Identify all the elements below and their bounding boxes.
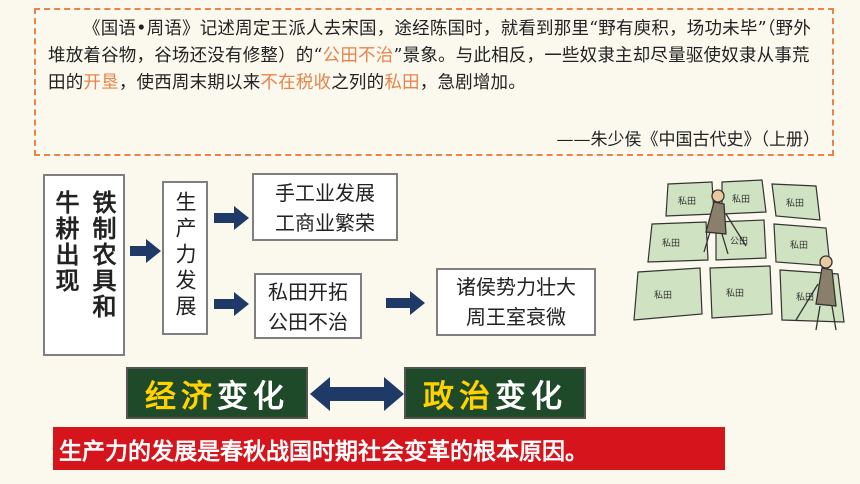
highlight-gongtian: 公田不治 (322, 46, 394, 66)
branch-mid-line-2: 公田不治 (268, 310, 348, 334)
pol-label-b: 变化 (495, 378, 567, 415)
econ-label-b: 变化 (217, 378, 289, 415)
branch-top-line-1: 手工业发展 (275, 181, 375, 205)
arrow-right-icon (214, 206, 249, 230)
plot-7 (633, 267, 703, 321)
quote-part-4: 之列的 (331, 73, 385, 93)
plot-label-6: 私田 (790, 240, 808, 251)
productivity-box: 生产力发展 (162, 181, 208, 335)
econ-change-box: 经济变化 (126, 367, 308, 419)
pol-label-a: 政治 (423, 378, 495, 415)
result-box: 诸侯势力壮大 周王室衰微 (436, 268, 596, 336)
origin-col-1: 铁制农具和 (88, 190, 117, 320)
highlight-shuishou: 不在税收 (260, 73, 332, 93)
double-arrow-icon (310, 377, 404, 411)
farmer-left-icon (703, 189, 747, 255)
econ-label-a: 经济 (145, 378, 217, 415)
conclusion-banner: 生产力的发展是春秋战国时期社会变革的根本原因。 (53, 427, 725, 470)
quote-source: ——朱少侯《中国古代史》（上册） (556, 130, 821, 150)
quote-text: 《国语•周语》记述周定王派人去宋国，途经陈国时，就看到那里“野有庾积，场功未毕”… (48, 16, 820, 97)
origin-box: 铁制农具和 牛耕出现 (43, 174, 125, 356)
plot-label-2: 私田 (732, 194, 750, 205)
arrow-right-icon (386, 291, 425, 315)
plot-label-3: 私田 (786, 198, 804, 209)
branch-mid-line-1: 私田开拓 (268, 280, 348, 304)
plot-label-1: 私田 (678, 196, 696, 207)
field-illustration: 私田 私田 私田 私田 公田 私田 私田 私田 私田 (633, 179, 845, 331)
plot-label-5: 公田 (730, 236, 748, 247)
plot-5 (715, 219, 767, 261)
plot-4 (647, 221, 709, 263)
pol-change-box: 政治变化 (404, 367, 586, 419)
highlight-sitian: 私田 (384, 73, 420, 93)
branch-mid-box: 私田开拓 公田不治 (254, 273, 362, 339)
plot-8 (709, 265, 773, 319)
arrow-right-icon (214, 292, 249, 316)
plot-3 (771, 183, 821, 221)
plot-label-8: 私田 (726, 288, 744, 299)
quote-part-5: ，急剧增加。 (419, 73, 526, 93)
result-line-2: 周王室衰微 (466, 305, 566, 329)
result-line-1: 诸侯势力壮大 (456, 275, 576, 299)
farmer-right-icon (795, 255, 837, 331)
origin-col-2: 牛耕出现 (51, 190, 80, 294)
branch-top-box: 手工业发展 工商业繁荣 (252, 173, 398, 241)
arrow-right-icon (130, 239, 161, 263)
quote-part-1: 《国语•周语》记述周定王派人去宋国，途经陈国时，就看到那里“野有庾积，场功未毕”… (48, 19, 812, 66)
plot-label-7: 私田 (654, 290, 672, 301)
plot-label-9: 私田 (796, 292, 814, 303)
quote-box: 《国语•周语》记述周定王派人去宋国，途经陈国时，就看到那里“野有庾积，场功未毕”… (34, 8, 834, 156)
productivity-label: 生产力发展 (173, 191, 197, 321)
highlight-kaiken: 开垦 (83, 73, 119, 93)
quote-part-3: ，使西周末期以来 (118, 73, 261, 93)
plot-label-4: 私田 (662, 238, 680, 249)
branch-top-line-2: 工商业繁荣 (275, 211, 375, 235)
quote-part-2: ”景象。与此相反，一些奴隶主却尽量驱使奴隶从事荒田的 (48, 46, 810, 93)
